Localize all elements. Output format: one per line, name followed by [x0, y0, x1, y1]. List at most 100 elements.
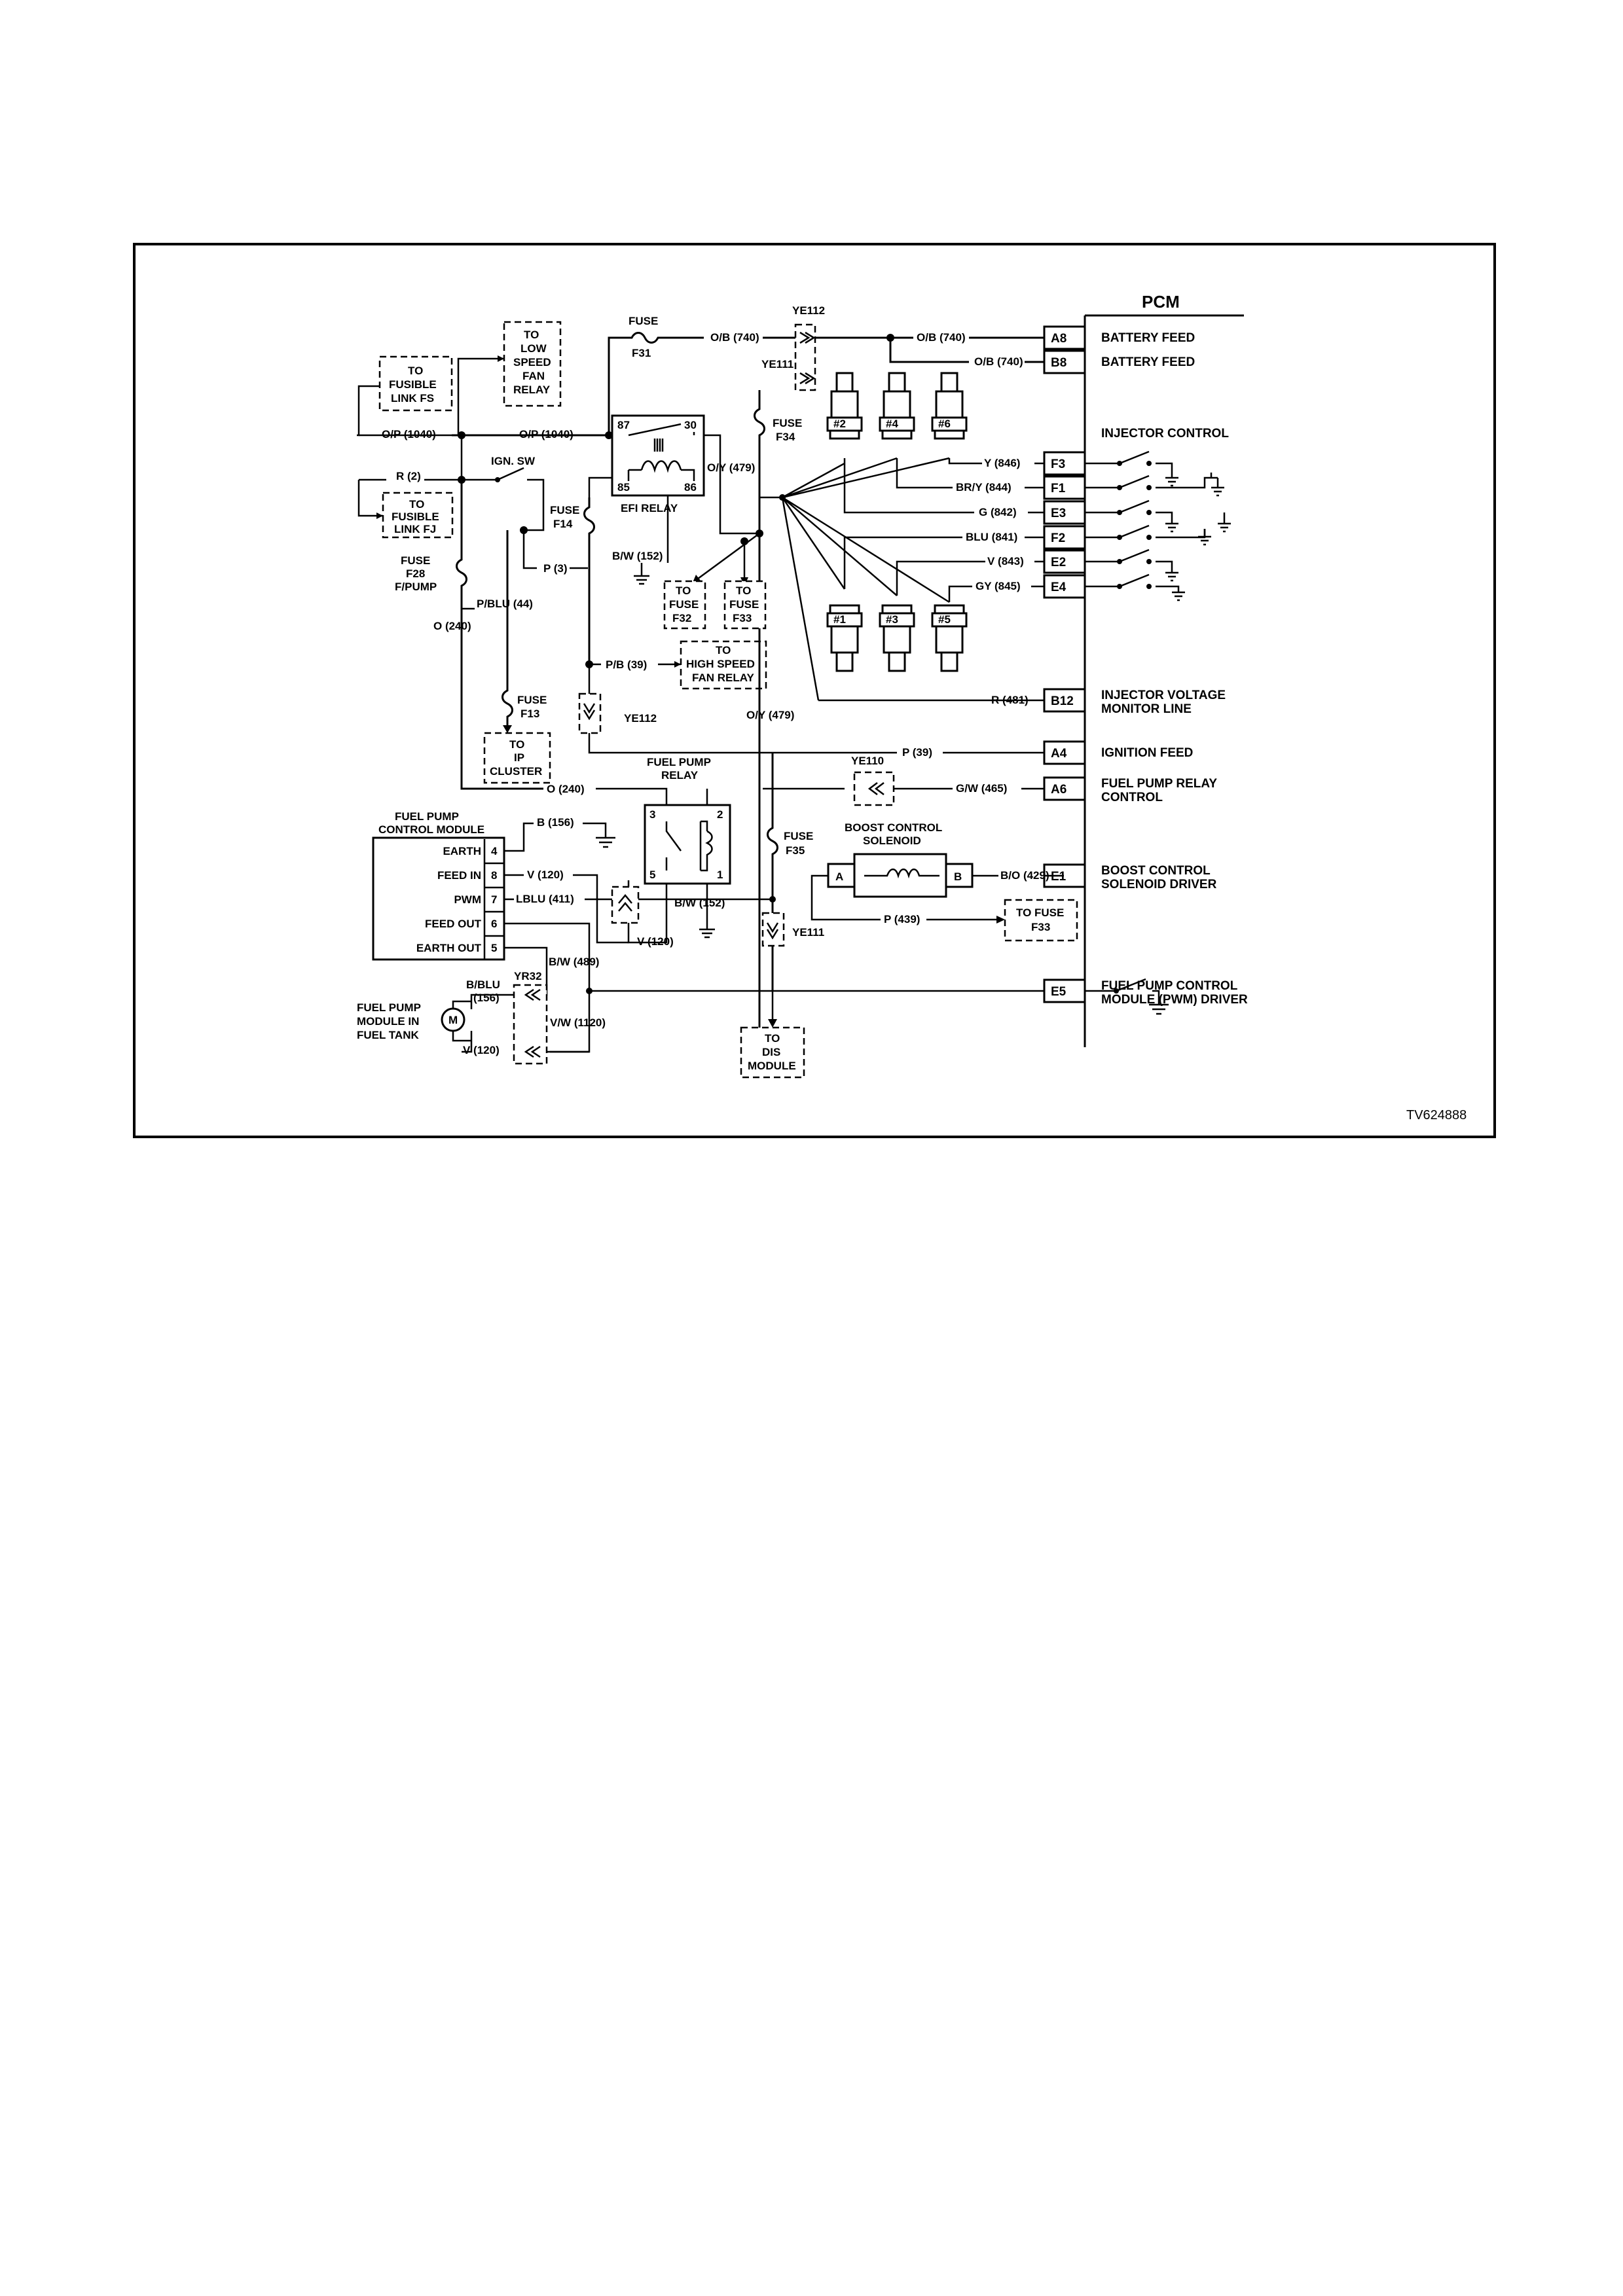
svg-text:TO: TO	[716, 644, 731, 656]
injector-label: #2	[833, 418, 846, 430]
ye110-label: YE110	[851, 755, 884, 767]
pcm-pin-label: E5	[1051, 985, 1067, 999]
svg-text:V (120): V (120)	[463, 1044, 500, 1056]
wire-oy-479-lower: O/Y (479)	[746, 709, 794, 721]
pcm-pin-label: E4	[1051, 581, 1067, 594]
svg-text:(156): (156)	[473, 992, 500, 1004]
pcm-pin-description: MODULE (PWM) DRIVER	[1101, 993, 1248, 1007]
fpcm-row-name: EARTH OUT	[416, 942, 482, 954]
to-dis-module-box	[740, 1026, 805, 1079]
svg-text:F13: F13	[520, 708, 539, 720]
fpcm-row-pin: 5	[491, 942, 497, 954]
svg-text:O/B (740): O/B (740)	[917, 331, 966, 344]
svg-text:BLU (841): BLU (841)	[966, 531, 1017, 543]
figure-id: TV624888	[1406, 1108, 1467, 1122]
fpcm-row-name: FEED OUT	[425, 918, 482, 930]
to-fusible-link-fs-box	[378, 355, 453, 412]
to-fusible-link-fj-box	[382, 492, 454, 539]
ye112-top-label: YE112	[792, 304, 825, 317]
pcm-pin-description: BATTERY FEED	[1101, 355, 1195, 369]
svg-text:F14: F14	[553, 518, 573, 530]
svg-text:CONTROL MODULE: CONTROL MODULE	[378, 823, 484, 836]
fuel-pump-relay: FUEL PUMP RELAY 3 2 5 1 B/W (152) V (120…	[611, 756, 731, 948]
svg-text:V (843): V (843)	[987, 555, 1024, 567]
svg-text:F33: F33	[1031, 921, 1050, 933]
svg-text:87: 87	[617, 419, 630, 431]
svg-text:TO: TO	[509, 738, 524, 751]
svg-text:TO FUSE: TO FUSE	[1016, 906, 1064, 919]
pcm-pin-label: B8	[1051, 356, 1067, 370]
pcm-pin-box	[1043, 574, 1086, 599]
to-fuse-f33-boost-box	[1004, 899, 1078, 942]
svg-text:BR/Y (844): BR/Y (844)	[956, 481, 1012, 493]
svg-text:B/BLU: B/BLU	[466, 978, 500, 991]
svg-text:SOLENOID: SOLENOID	[863, 834, 921, 847]
svg-text:B: B	[954, 870, 962, 883]
fuel-injector: #1	[826, 604, 863, 672]
svg-text:1: 1	[717, 869, 723, 881]
fuel-pump-tank: YR32 B/BLU (156) V/W (1120) V (120) M FU…	[357, 970, 606, 1065]
svg-text:TO: TO	[408, 365, 423, 377]
svg-text:30: 30	[684, 419, 697, 431]
fpcm-row-name: PWM	[454, 893, 481, 906]
injector-feed-bus: FUSE F34 TO FUSE F32 TO FUSE F33 R (481)	[663, 390, 1044, 1044]
pcm-pin-description: INJECTOR VOLTAGE	[1101, 689, 1226, 702]
svg-text:RELAY: RELAY	[661, 769, 699, 781]
wire-bw-152-efi: B/W (152)	[612, 550, 663, 562]
injector-label: #5	[938, 613, 951, 626]
svg-text:TO: TO	[765, 1032, 780, 1045]
injector-control-label: INJECTOR CONTROL	[1101, 427, 1229, 440]
ye112-mid-label: YE112	[624, 712, 657, 725]
pwm-driver-switch	[1085, 978, 1169, 1015]
wire-o-240-left: O (240)	[433, 620, 471, 632]
fuse-f28-label: FUSE	[401, 554, 430, 567]
fuel-pump-tank-label: FUEL PUMP	[357, 1001, 421, 1014]
pcm-pin-label: A6	[1051, 783, 1067, 797]
wire-r-481: R (481)	[991, 694, 1029, 706]
svg-text:TO: TO	[524, 329, 539, 341]
fpcm-row-pin: 6	[491, 918, 497, 930]
svg-text:LBLU (411): LBLU (411)	[516, 893, 574, 905]
svg-text:TO: TO	[736, 584, 751, 597]
svg-text:2: 2	[717, 808, 723, 821]
wire-p-439: P (439)	[884, 913, 920, 925]
injector-label: #1	[833, 613, 846, 626]
boost-solenoid-label: BOOST CONTROL	[845, 821, 942, 834]
svg-text:SPEED: SPEED	[513, 356, 551, 368]
efi-relay-label: EFI RELAY	[621, 502, 678, 514]
op-1040-feed: TO FUSIBLE LINK FS TO LOW SPEED FAN RELA…	[357, 321, 625, 440]
fuel-pump-relay-label: FUEL PUMP	[647, 756, 711, 768]
pcm-pin-box	[1043, 549, 1086, 574]
svg-text:FUEL TANK: FUEL TANK	[357, 1029, 419, 1041]
pcm-pin-description: BATTERY FEED	[1101, 331, 1195, 345]
fpcm-row-pin: 7	[491, 893, 497, 906]
pcm-pin-description: CONTROL	[1101, 791, 1163, 804]
svg-text:85: 85	[617, 481, 630, 493]
fuse-f13-label: FUSE	[517, 694, 547, 706]
wire-r-2: R (2)	[396, 470, 421, 482]
svg-text:FAN: FAN	[522, 370, 545, 382]
pcm-pin-description: FUEL PUMP RELAY	[1101, 777, 1217, 791]
svg-text:3: 3	[649, 808, 655, 821]
efi-relay-wiring: O/Y (479) B/W (152) FUSE F14 P/B (39) TO…	[550, 434, 773, 754]
wire-p-3: P (3)	[543, 562, 568, 575]
svg-text:B/O (429): B/O (429)	[1000, 869, 1049, 882]
svg-text:CLUSTER: CLUSTER	[490, 765, 542, 778]
svg-text:Y (846): Y (846)	[984, 457, 1020, 469]
boost-control-solenoid: BOOST CONTROL SOLENOID A B B/O (429) P (…	[811, 821, 1078, 942]
yr32-label: YR32	[514, 970, 542, 982]
wire-o-240-mid: O (240)	[547, 783, 585, 795]
pcm-pin-description: FUEL PUMP CONTROL	[1101, 979, 1238, 993]
fuse-f35-label: FUSE	[784, 830, 813, 842]
pcm-pin-box	[1043, 688, 1086, 713]
wire-op-1040-right: O/P (1040)	[519, 428, 574, 440]
svg-text:TO: TO	[409, 498, 424, 511]
svg-text:DIS: DIS	[762, 1046, 780, 1058]
fuel-injector: #3	[879, 604, 915, 672]
injector-driver-switches	[1085, 450, 1231, 601]
svg-text:LINK FS: LINK FS	[391, 392, 434, 404]
ign-sw-label: IGN. SW	[491, 455, 536, 467]
svg-text:TO: TO	[676, 584, 691, 597]
